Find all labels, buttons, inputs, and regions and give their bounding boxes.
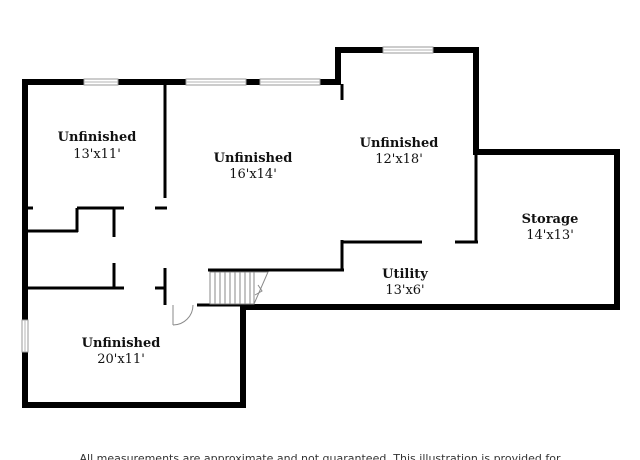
staircase — [209, 271, 269, 305]
room-label: Utility — [382, 267, 428, 282]
room-dimensions: 13'x6' — [385, 283, 424, 298]
room-dimensions: 12'x18' — [375, 152, 423, 167]
room-label: Storage — [522, 212, 579, 227]
disclaimer-line: All measurements are approximate and not… — [79, 452, 561, 460]
room-dimensions: 20'x11' — [97, 352, 145, 367]
room-unfinished-16x14: Unfinished 16'x14' — [214, 151, 293, 182]
room-dimensions: 14'x13' — [526, 228, 574, 243]
room-dimensions: 13'x11' — [73, 147, 121, 162]
room-label: Unfinished — [360, 136, 439, 151]
window-top-middle — [185, 78, 247, 86]
room-label: Unfinished — [82, 336, 161, 351]
room-utility: Utility 13'x6' — [382, 267, 428, 298]
room-unfinished-20x11: Unfinished 20'x11' — [82, 336, 161, 367]
room-unfinished-13x11: Unfinished 13'x11' — [58, 130, 137, 162]
room-unfinished-12x18: Unfinished 12'x18' — [360, 136, 439, 167]
disclaimer-text: All measurements are approximate and not… — [0, 449, 640, 460]
interior-walls — [27, 84, 478, 307]
room-dimensions: 16'x14' — [229, 167, 277, 182]
window-left — [21, 319, 29, 353]
exterior-wall — [22, 47, 620, 408]
room-label: Unfinished — [58, 130, 137, 145]
room-storage: Storage 14'x13' — [522, 212, 579, 243]
window-top-left — [83, 78, 119, 86]
window-top-right — [382, 46, 434, 54]
room-label: Unfinished — [214, 151, 293, 166]
window-top-middle-right — [259, 78, 321, 86]
door-swing — [172, 304, 194, 326]
